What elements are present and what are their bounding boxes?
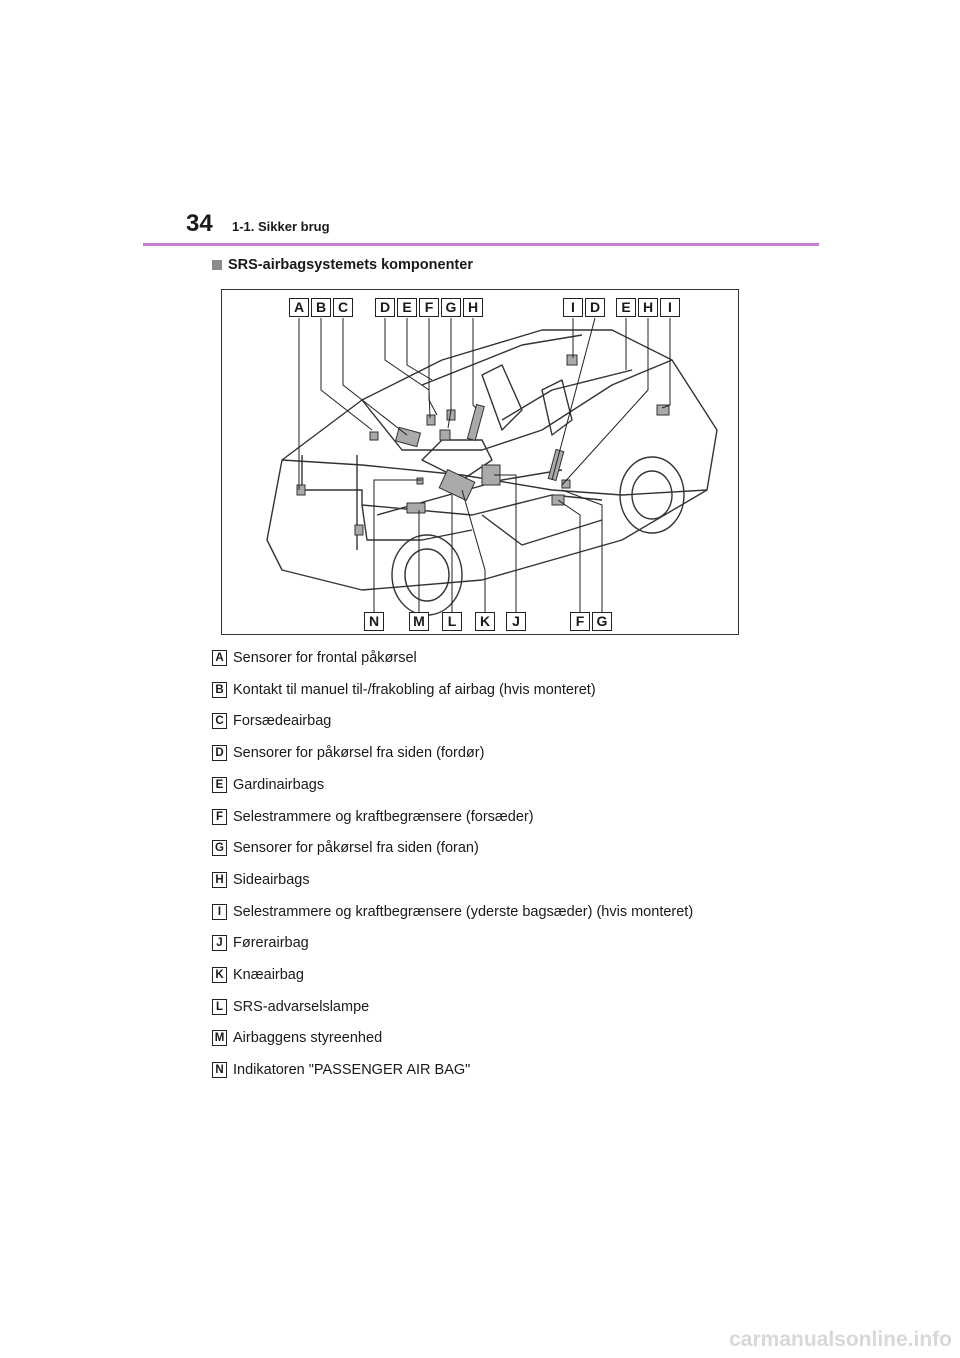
legend-key: J bbox=[212, 935, 227, 952]
callout-bottom-2: M bbox=[409, 612, 429, 631]
car-illustration bbox=[266, 317, 718, 616]
callout-bottom-7: G bbox=[592, 612, 612, 631]
legend-item: N Indikatoren "PASSENGER AIR BAG" bbox=[212, 1060, 470, 1080]
legend-item: H Sideairbags bbox=[212, 870, 310, 890]
legend-key: E bbox=[212, 776, 227, 793]
legend-text: Sensorer for frontal påkørsel bbox=[233, 650, 417, 666]
legend-text: Gardinairbags bbox=[233, 776, 325, 793]
legend-key: M bbox=[212, 1030, 227, 1047]
legend-item: A Sensorer for frontal påkørsel bbox=[212, 648, 417, 668]
section-heading-text: SRS-airbagsystemets komponenter bbox=[228, 257, 473, 273]
legend-key: D bbox=[212, 745, 227, 762]
legend-text: Forsædeairbag bbox=[233, 713, 332, 730]
section-heading: SRS-airbagsystemets komponenter bbox=[212, 256, 473, 274]
callout-top-12: H bbox=[638, 298, 658, 317]
callout-top-5: E bbox=[397, 298, 417, 317]
legend-text: Sideairbags bbox=[233, 871, 310, 888]
section-title: 1-1. Sikker brug bbox=[232, 219, 330, 234]
legend-key: C bbox=[212, 713, 227, 730]
callout-top-4: D bbox=[375, 298, 395, 317]
page-number: 34 bbox=[186, 210, 213, 237]
callout-top-6: F bbox=[419, 298, 439, 317]
legend-item: F Selestrammere og kraftbegrænsere (fors… bbox=[212, 807, 534, 827]
bullet-square-icon bbox=[212, 260, 222, 270]
callout-top-13: I bbox=[660, 298, 680, 317]
legend-item: K Knæairbag bbox=[212, 965, 304, 985]
callout-bottom-4: K bbox=[475, 612, 495, 631]
callout-top-3: C bbox=[333, 298, 353, 317]
legend-key: N bbox=[212, 1062, 227, 1079]
legend-item: L SRS-advarselslampe bbox=[212, 997, 369, 1017]
legend-text: Kontakt til manuel til-/frakobling af ai… bbox=[233, 681, 596, 698]
watermark: carmanualsonline.info bbox=[729, 1328, 952, 1351]
airbag-components-figure: A B C D E F G H I D E H I N M L K J F G bbox=[221, 289, 739, 635]
legend-item: B Kontakt til manuel til-/frakobling af … bbox=[212, 680, 596, 700]
callout-top-9: I bbox=[563, 298, 583, 317]
legend-key: K bbox=[212, 967, 227, 983]
callout-top-8: H bbox=[463, 298, 483, 317]
legend-key: B bbox=[212, 681, 227, 698]
legend-key: I bbox=[212, 903, 227, 920]
legend-key: A bbox=[212, 650, 227, 666]
callout-top-1: A bbox=[289, 298, 309, 317]
legend-text: Knæairbag bbox=[233, 967, 304, 983]
callout-top-11: E bbox=[616, 298, 636, 317]
legend-text: Selestrammere og kraftbegrænsere (forsæd… bbox=[233, 808, 534, 825]
callout-bottom-5: J bbox=[506, 612, 526, 631]
legend-item: C Forsædeairbag bbox=[212, 711, 331, 731]
legend-key: H bbox=[212, 871, 227, 888]
legend-text: Airbaggens styreenhed bbox=[233, 1030, 383, 1047]
legend-text: Indikatoren "PASSENGER AIR BAG" bbox=[233, 1062, 471, 1079]
legend-text: Selestrammere og kraftbegrænsere (yderst… bbox=[233, 903, 694, 920]
callout-bottom-3: L bbox=[442, 612, 462, 631]
callout-top-7: G bbox=[441, 298, 461, 317]
legend-key: L bbox=[212, 998, 227, 1015]
legend-text: Førerairbag bbox=[233, 935, 309, 952]
legend-item: I Selestrammere og kraftbegrænsere (yder… bbox=[212, 902, 693, 922]
legend-item: D Sensorer for påkørsel fra siden (fordø… bbox=[212, 743, 484, 763]
callout-bottom-1: N bbox=[364, 612, 384, 631]
callout-top-2: B bbox=[311, 298, 331, 317]
legend-item: G Sensorer for påkørsel fra siden (foran… bbox=[212, 838, 479, 858]
header-divider bbox=[143, 243, 819, 246]
legend-key: G bbox=[212, 840, 227, 857]
legend-text: SRS-advarselslampe bbox=[233, 998, 370, 1015]
legend-text: Sensorer for påkørsel fra siden (foran) bbox=[233, 840, 479, 857]
legend-item: J Førerairbag bbox=[212, 933, 309, 953]
legend-key: F bbox=[212, 808, 227, 825]
legend-text: Sensorer for påkørsel fra siden (fordør) bbox=[233, 745, 485, 762]
callout-bottom-6: F bbox=[570, 612, 590, 631]
legend-item: E Gardinairbags bbox=[212, 775, 324, 795]
legend-item: M Airbaggens styreenhed bbox=[212, 1028, 382, 1048]
callout-top-10: D bbox=[585, 298, 605, 317]
